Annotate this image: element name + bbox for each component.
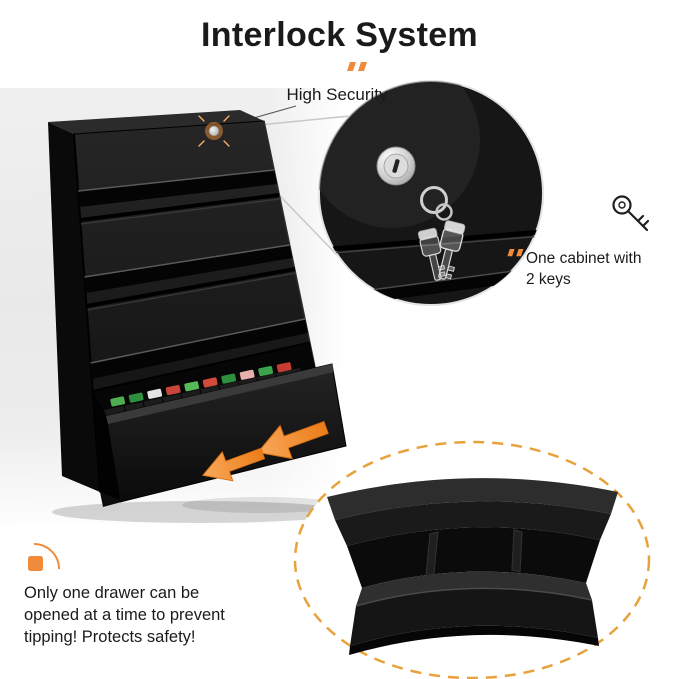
- folder-tab: [147, 388, 163, 399]
- drawer-divider: [425, 531, 439, 577]
- open-drawer-lip: [106, 364, 334, 424]
- arrow-icon: [201, 447, 266, 482]
- cabinet-side-face: [48, 122, 100, 492]
- drawer-handles: [78, 169, 308, 379]
- two-keys-icon: [612, 195, 650, 232]
- folder-tab: [110, 396, 126, 407]
- folder-tabs: [110, 362, 292, 407]
- key-icon: [417, 227, 446, 281]
- folder-tab: [202, 377, 218, 388]
- corner-arc-icon: [28, 543, 60, 571]
- page-title: Interlock System: [201, 16, 478, 54]
- folder-tab: [239, 369, 255, 380]
- folder-tab: [165, 384, 181, 396]
- keys-note-line-1: One cabinet with: [526, 250, 642, 267]
- folder-tab: [184, 381, 200, 392]
- lock-cylinder-icon: [376, 146, 416, 186]
- accent-marks-security: [347, 62, 367, 71]
- folder-tab: [276, 362, 292, 373]
- file-cabinet: [48, 110, 347, 507]
- safety-note-line-2: opened at a time to prevent: [24, 606, 225, 624]
- front-left-shade: [73, 133, 101, 493]
- accent-marks-keys: [507, 249, 524, 257]
- drawer-divider: [511, 529, 523, 573]
- safety-note: Only one drawer can be opened at a time …: [24, 582, 274, 648]
- keys-note-line-2: 2 keys: [526, 271, 571, 288]
- folder-tab: [221, 373, 237, 384]
- lock-sparkle-icon: [198, 115, 230, 147]
- cabinet-lock: [198, 115, 230, 147]
- floor-shadow: [52, 497, 348, 523]
- drawer-box-side: [93, 392, 120, 500]
- drawer-interior-graphic: [327, 478, 618, 655]
- safety-note-line-3: tipping! Protects safety!: [24, 628, 196, 646]
- key-icon: [438, 220, 466, 280]
- arrow-icon: [256, 421, 329, 460]
- safety-note-line-1: Only one drawer can be: [24, 584, 200, 602]
- folder-tab: [128, 392, 144, 403]
- keys-note: One cabinet with 2 keys: [526, 248, 666, 290]
- key-ring-icon: [420, 186, 453, 221]
- pull-direction-arrows: [201, 421, 329, 482]
- cabinet-top-face: [48, 110, 264, 134]
- folder-tab: [258, 365, 274, 377]
- drawer-zoom-callout: [293, 440, 651, 679]
- high-security-label: High Security: [286, 85, 388, 104]
